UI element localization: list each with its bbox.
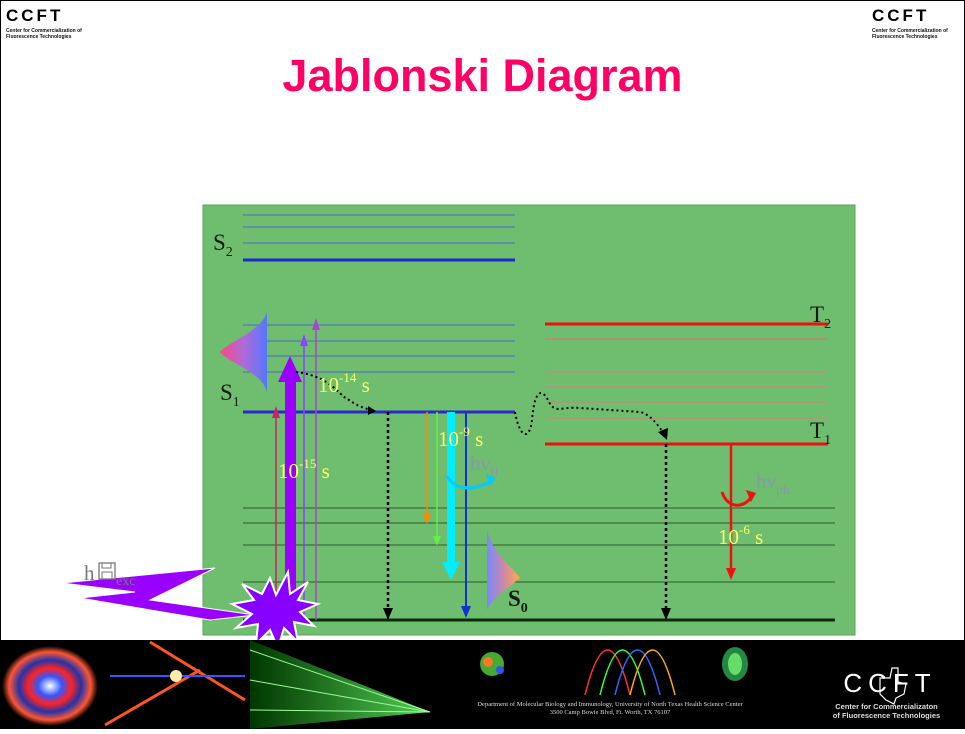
laser-image — [104, 640, 246, 727]
absorption-spectrum — [220, 312, 267, 392]
footer-banner: Department of Molecular Biology and Immu… — [0, 640, 965, 729]
logo-text: CCFT — [872, 6, 930, 25]
t2-label: T2 — [810, 302, 831, 332]
orbital-image — [2, 646, 98, 726]
s2-label: S2 — [213, 230, 233, 260]
phosphorescence-photon-label: hνph — [756, 469, 790, 498]
cell-image — [480, 652, 504, 676]
logo-subtitle: Center for Commercialization of Fluoresc… — [6, 28, 82, 40]
absorption-main-arrow — [285, 378, 296, 620]
fluorescence-emission-wave — [445, 475, 493, 490]
excitation-lightning — [61, 567, 256, 621]
light-beam-image — [249, 640, 431, 729]
emission-spectrum — [487, 528, 520, 610]
fluorescence-arrow-cyan — [447, 412, 455, 568]
protein-image — [722, 647, 748, 681]
footer-imagery — [2, 640, 907, 729]
page-title: Jablonski Diagram — [282, 50, 683, 101]
ccft-logo-right: CCFT Center for Commercialization of Flu… — [870, 6, 962, 58]
footer-department: Department of Molecular Biology and Immu… — [477, 701, 743, 708]
relaxation-timescale: 10-14 s — [318, 370, 370, 397]
phosphorescence-timescale: 10-6 s — [718, 522, 763, 549]
logo-text: CCFT — [6, 6, 64, 25]
floppy-disk-icon — [98, 562, 116, 580]
vibrational-relaxation-path — [295, 371, 373, 411]
excitation-label-sub: exc — [116, 574, 135, 589]
diagram-panel — [203, 205, 855, 635]
excitation-starburst — [228, 568, 322, 651]
s0-label: S0 — [508, 586, 528, 616]
intersystem-crossing-path — [514, 392, 665, 435]
fluorescence-photon-label: hνfl — [470, 451, 499, 480]
texas-outline-icon — [879, 667, 907, 705]
ccft-logo-left: CCFT Center for Commercialization of Flu… — [4, 6, 96, 58]
logo-subtitle: Center for Commercialization of Fluoresc… — [872, 28, 948, 40]
spectra-image — [584, 649, 676, 696]
footer-logo-subtitle-2: of Fluorescence Technologies — [832, 711, 941, 720]
footer-logo-subtitle-1: Center for Commercializaton — [835, 702, 938, 711]
footer-address: 3500 Camp Bowie Blvd, Ft. Worth, TX 7610… — [549, 709, 671, 716]
absorption-timescale: 10-15 s — [278, 456, 330, 483]
s1-label: S1 — [220, 380, 240, 410]
footer-logo-text: CCFT — [843, 668, 937, 698]
t1-label: T1 — [810, 418, 831, 448]
excitation-label-h: h — [84, 561, 95, 585]
fluorescence-timescale: 10-9 s — [438, 424, 483, 451]
